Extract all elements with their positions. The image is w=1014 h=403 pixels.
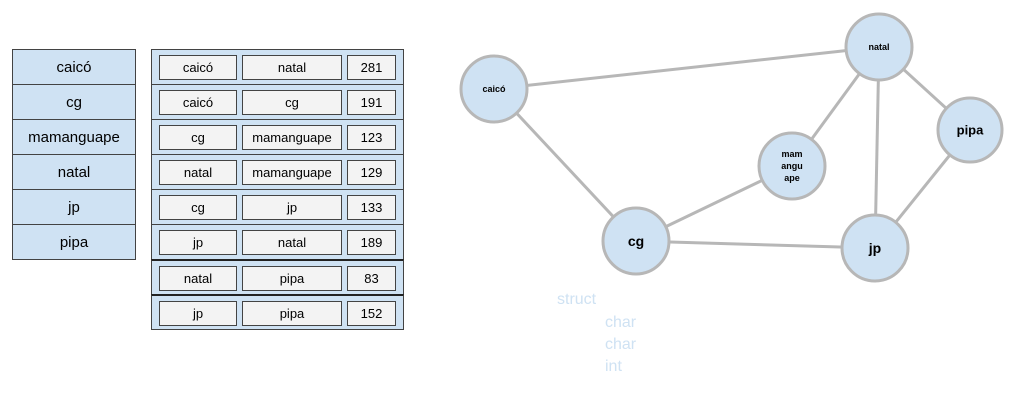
graph-node-label: mam	[781, 149, 802, 159]
graph-node: jp	[840, 213, 910, 283]
graph-edge	[493, 45, 880, 91]
edge-from-cell: natal	[159, 266, 237, 291]
edge-weight-cell: 189	[347, 230, 396, 255]
graph-node-label: pipa	[957, 123, 984, 138]
graph-node-label: cg	[628, 233, 644, 249]
edge-from-cell: caicó	[159, 90, 237, 115]
edge-to-cell: mamanguape	[242, 125, 342, 150]
graph-node: caicó	[459, 54, 529, 124]
graph-node-circle	[601, 206, 671, 276]
graph-edge	[635, 239, 876, 250]
graph-node-circle	[459, 54, 529, 124]
graph-node: mam angu ape	[757, 131, 827, 201]
edge-weight-cell: 191	[347, 90, 396, 115]
edge-from-cell: jp	[159, 301, 237, 326]
edge-to-cell: pipa	[242, 301, 342, 326]
edge-weight-cell: 281	[347, 55, 396, 80]
struct-field-3: int	[605, 358, 622, 375]
edge-from-cell: caicó	[159, 55, 237, 80]
struct-keyword: struct	[557, 291, 597, 308]
graph-node: cg	[601, 206, 671, 276]
graph-node-label: angu	[781, 161, 803, 171]
graph-node-circle	[840, 213, 910, 283]
graph-node-circle	[757, 131, 827, 201]
edge-weight-cell: 123	[347, 125, 396, 150]
edge-from-cell: jp	[159, 230, 237, 255]
edge-to-cell: pipa	[242, 266, 342, 291]
graph-node: natal	[844, 12, 914, 82]
edge-weight-cell: 83	[347, 266, 396, 291]
vertex-cell: mamanguape	[12, 119, 136, 155]
vertex-cell: caicó	[12, 49, 136, 85]
edge-from-cell: cg	[159, 125, 237, 150]
edge-weight-cell: 152	[347, 301, 396, 326]
graph-edges	[492, 45, 972, 250]
edge-to-cell: mamanguape	[242, 160, 342, 185]
edge-to-cell: natal	[242, 230, 342, 255]
struct-field-1: char	[605, 314, 637, 331]
edge-to-cell: jp	[242, 195, 342, 220]
graph-nodes: caicó natal pipa mam angu ape cg jp	[459, 12, 1004, 283]
graph-node-label: ape	[784, 173, 800, 183]
graph-node-label: jp	[868, 240, 881, 256]
edge-to-cell: cg	[242, 90, 342, 115]
edge-from-cell: cg	[159, 195, 237, 220]
edge-weight-cell: 129	[347, 160, 396, 185]
graph-node: pipa	[936, 96, 1004, 164]
graph-node-label: natal	[868, 42, 889, 52]
edge-to-cell: natal	[242, 55, 342, 80]
vertex-cell: jp	[12, 189, 136, 225]
graph-node-circle	[844, 12, 914, 82]
edge-weight-cell: 133	[347, 195, 396, 220]
graph-edge	[492, 87, 638, 243]
struct-field-2: char	[605, 336, 637, 353]
edge-from-cell: natal	[159, 160, 237, 185]
graph-node-label: caicó	[482, 84, 506, 94]
graph-node-circle	[936, 96, 1004, 164]
vertex-cell: pipa	[12, 224, 136, 260]
